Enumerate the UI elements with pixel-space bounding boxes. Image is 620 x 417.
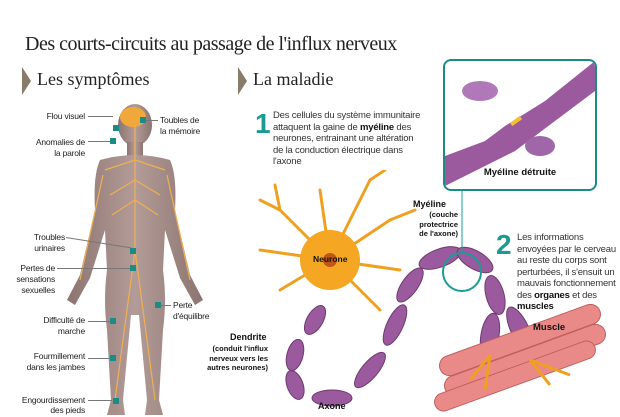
muscle-label: Muscle <box>533 322 566 333</box>
step-1-number: 1 <box>255 108 271 139</box>
step-2-number: 2 <box>496 229 512 260</box>
symptom-label: Engourdissement des pieds <box>21 395 85 415</box>
symptom-label: Perte d'équilibre <box>173 300 210 321</box>
neurone-label: Neurone <box>313 254 348 264</box>
symptom-marker <box>113 125 119 131</box>
symptom-marker <box>110 355 116 361</box>
symptoms-heading: Les symptômes <box>37 69 150 89</box>
dendrite-label: Dendrite <box>230 332 267 342</box>
symptom-marker <box>155 302 161 308</box>
symptom-label: Difficulté de marche <box>43 315 85 336</box>
symptom-marker <box>140 117 146 123</box>
symptom-marker <box>130 248 136 254</box>
symptom-label: Troubles urinaires <box>33 232 65 253</box>
myeline-note: (couche protectrice de l'axone) <box>419 210 458 238</box>
dendrite-note: (conduit l'influx nerveux vers les autre… <box>207 344 268 372</box>
symptom-marker <box>110 318 116 324</box>
symptom-marker <box>110 138 116 144</box>
neuron-illustration <box>258 170 606 412</box>
myeline-label: Myéline <box>413 199 447 209</box>
symptom-label: Toubles de la mémoire <box>160 115 201 136</box>
step-1-text: Des cellules du système immunitaire atta… <box>273 110 421 167</box>
page-title: Des courts-circuits au passage de l'infl… <box>25 33 397 55</box>
symptom-marker <box>113 398 119 404</box>
muscle-fibers <box>434 303 606 412</box>
disease-heading: La maladie <box>253 69 334 89</box>
section-arrow-icon <box>22 67 31 95</box>
symptom-label: Fourmillement dans les jambes <box>26 351 86 372</box>
symptom-marker <box>130 265 136 271</box>
axone-label: Axone <box>318 401 346 411</box>
step-2-text: Les informations envoyées par le cerveau… <box>517 232 616 312</box>
symptom-label: Pertes de sensations sexuelles <box>16 263 55 295</box>
damaged-myelin-illustration <box>445 61 595 186</box>
symptom-label: Anomalies de la parole <box>35 137 85 158</box>
human-body-illustration <box>67 104 203 415</box>
myelin-destroyed-inset: Myéline détruite <box>443 59 597 191</box>
inset-label: Myéline détruite <box>483 167 557 178</box>
section-arrow-icon <box>238 67 247 95</box>
symptom-label: Flou visuel <box>46 111 86 121</box>
